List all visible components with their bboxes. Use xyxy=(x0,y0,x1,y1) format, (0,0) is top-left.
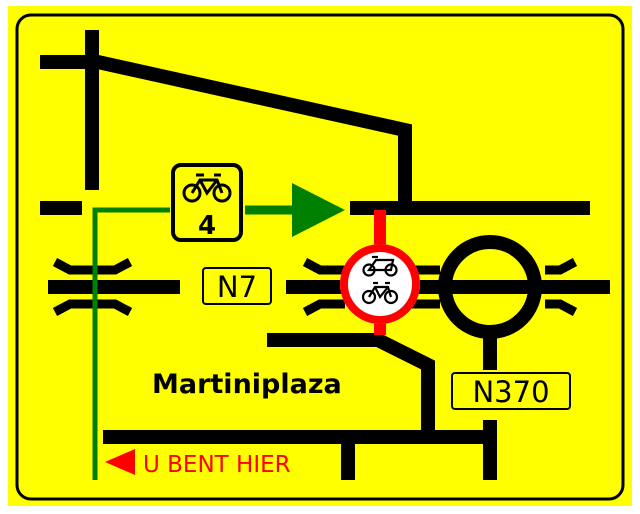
bicycle-glyph xyxy=(361,281,399,305)
roads xyxy=(40,30,610,480)
moped-glyph xyxy=(362,255,398,277)
svg-text:N370: N370 xyxy=(472,375,549,409)
arrow-right-icon xyxy=(292,183,345,237)
road-top-diagonal xyxy=(40,55,412,205)
arrow-left-icon xyxy=(105,449,135,475)
road-label-n7: N7 xyxy=(202,267,272,305)
roundabout xyxy=(438,235,542,339)
road-label-n370: N370 xyxy=(451,372,571,410)
road-martiniplaza xyxy=(267,333,435,432)
you-are-here-label: U BENT HIER xyxy=(143,452,291,478)
cycle-route-shield: 4 xyxy=(171,163,243,242)
place-label: Martiniplaza xyxy=(152,369,342,400)
no-mopeds-and-bicycles-icon xyxy=(340,244,420,324)
you-are-here-marker: U BENT HIER xyxy=(105,449,291,478)
cycle-route xyxy=(92,183,345,480)
bicycle-icon xyxy=(182,173,232,203)
svg-text:N7: N7 xyxy=(217,270,257,304)
sign-border xyxy=(15,13,625,501)
cycle-route-number: 4 xyxy=(198,211,216,241)
